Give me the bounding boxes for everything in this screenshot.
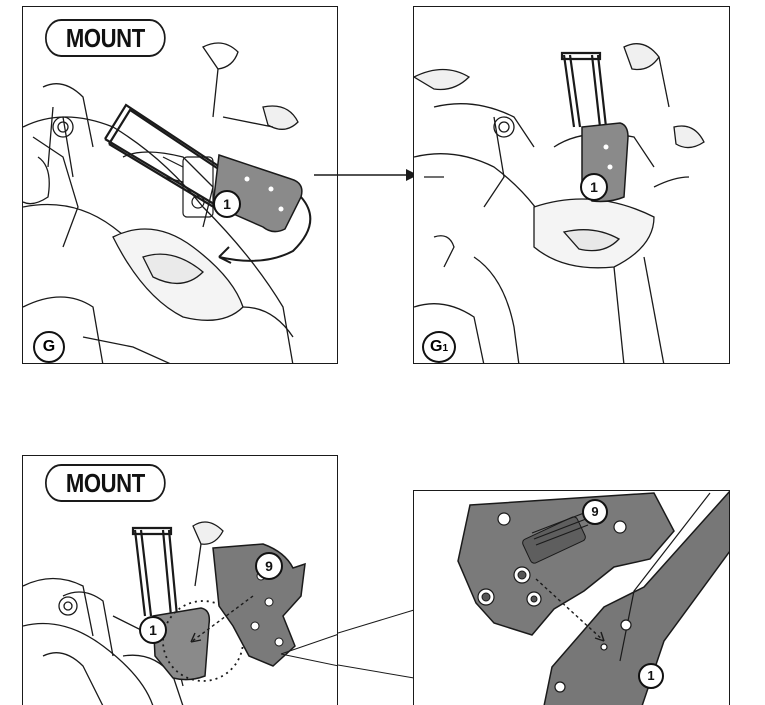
step-label-g1-letter: G (429, 338, 443, 355)
part-9-callout: 9 (255, 552, 283, 580)
step-label-g: G (33, 331, 65, 363)
mount-title-pill: MOUNT (45, 464, 166, 502)
step-label-g1: G1 (422, 331, 456, 363)
motorcycle-front-illustration (23, 42, 312, 363)
mount-title-pill: MOUNT (45, 19, 166, 57)
part-9-callout: 9 (582, 499, 608, 525)
transition-arrow (314, 169, 418, 181)
panel-mount-plate: MOUNT 1 9 (22, 455, 338, 705)
step-label-g1-sub: 1 (442, 343, 448, 354)
part-1-callout: 1 (580, 173, 608, 201)
panel-step-g1: 1 G1 (413, 6, 730, 364)
panel-detail-zoom: 9 1 (413, 490, 730, 705)
plate-bracket-detail-illustration (457, 491, 729, 705)
part-1-callout: 1 (638, 663, 664, 689)
zoom-leader-lines (338, 609, 415, 679)
motorcycle-plate-illustration (23, 521, 337, 705)
part-1-callout: 1 (213, 190, 241, 218)
motorcycle-mounted-illustration (414, 43, 705, 363)
part-1-callout: 1 (139, 616, 167, 644)
panel-step-g: MOUNT 1 G (22, 6, 338, 364)
